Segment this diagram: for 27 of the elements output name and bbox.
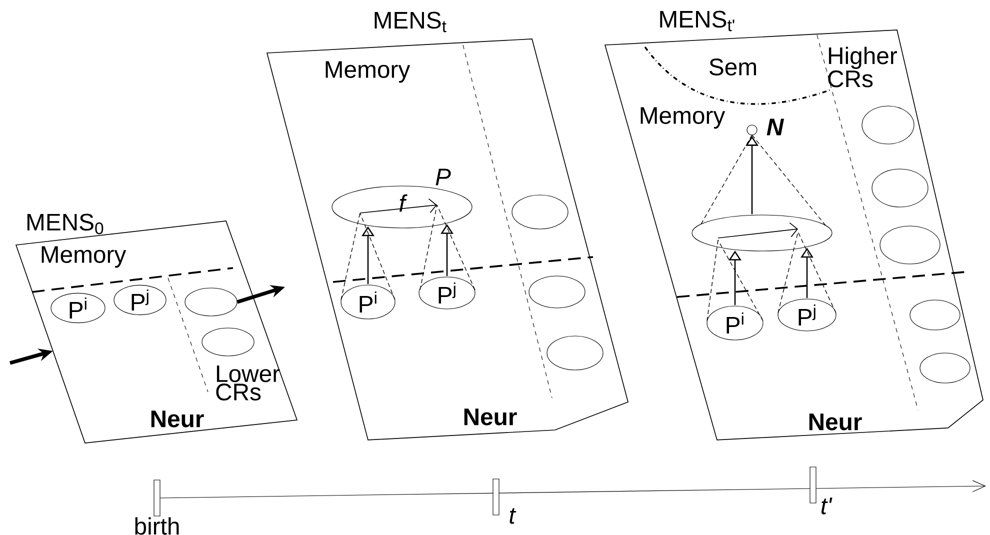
region-label: Memory bbox=[42, 246, 126, 268]
ellipse-shape bbox=[880, 226, 940, 264]
region-label: Higher CRs bbox=[828, 46, 897, 88]
shape-label: P bbox=[436, 168, 451, 186]
region-label: Neur bbox=[464, 408, 517, 426]
ellipse-shape bbox=[512, 194, 568, 230]
tick-label: t bbox=[510, 508, 516, 524]
region-label: Memory bbox=[326, 61, 410, 83]
region-label: Neur bbox=[809, 414, 862, 430]
ellipse-shape bbox=[920, 352, 970, 384]
panel-title: MENS$_{0}$ bbox=[27, 214, 104, 234]
ellipse-shape bbox=[862, 106, 914, 144]
panel-title: MENS$_{t'}$ bbox=[660, 10, 734, 32]
shape-label: N bbox=[766, 118, 784, 136]
region-label: Sem bbox=[710, 58, 756, 76]
ellipse-shape bbox=[528, 276, 586, 308]
ellipse-shape bbox=[910, 300, 960, 330]
ellipse-shape bbox=[202, 328, 254, 356]
region-label: Neur bbox=[151, 410, 204, 428]
tick-label: t' bbox=[821, 498, 832, 514]
ellipse-shape bbox=[184, 288, 238, 316]
region-label: Memory bbox=[640, 107, 726, 129]
ellipse-shape bbox=[872, 168, 928, 208]
ellipse-shape bbox=[546, 336, 604, 370]
panel-title: MENS$_{t}$ bbox=[374, 12, 446, 32]
tick-label: birth bbox=[135, 517, 179, 535]
region-label: Lower CRs bbox=[216, 365, 280, 400]
